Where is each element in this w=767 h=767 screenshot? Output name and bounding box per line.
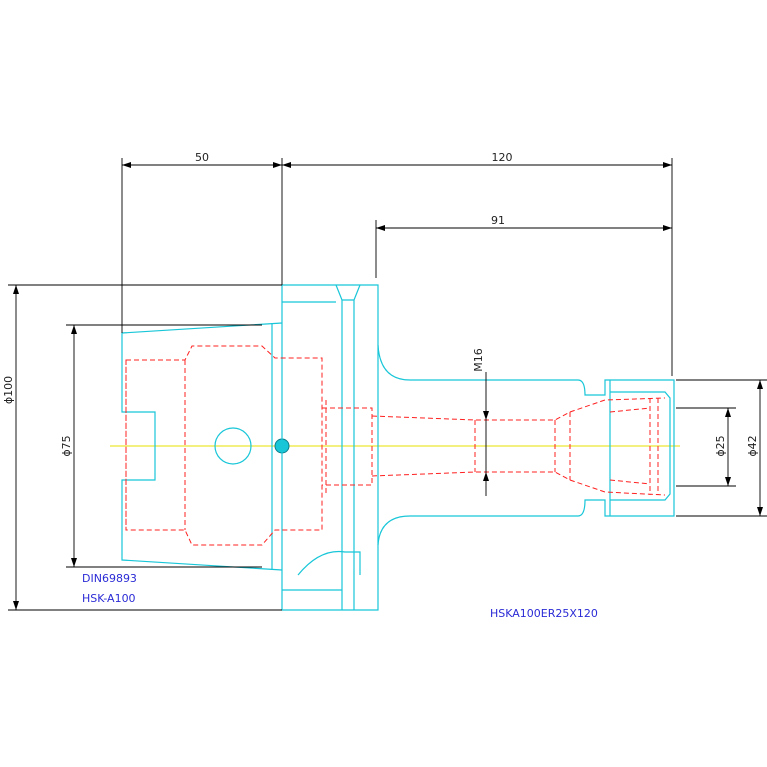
standard-note: DIN69893 [82,572,137,585]
flange [281,284,379,611]
cross-hole [214,427,252,465]
interface-note: HSK-A100 [82,592,136,605]
dimension-lines [8,158,767,611]
dimension-phi42: ϕ42 [746,435,759,456]
hidden-lines [125,345,666,546]
dimension-120: 120 [492,151,513,164]
dimension-91: 91 [491,214,505,227]
tool-body [377,344,675,546]
dimension-50: 50 [195,151,209,164]
dimension-m16: M16 [472,348,485,372]
arrowheads [13,162,763,610]
dimension-phi100: ϕ100 [2,376,15,404]
dimension-phi75: ϕ75 [60,435,73,456]
dimension-phi25: ϕ25 [714,435,727,456]
part-number-note: HSKA100ER25X120 [490,607,598,620]
